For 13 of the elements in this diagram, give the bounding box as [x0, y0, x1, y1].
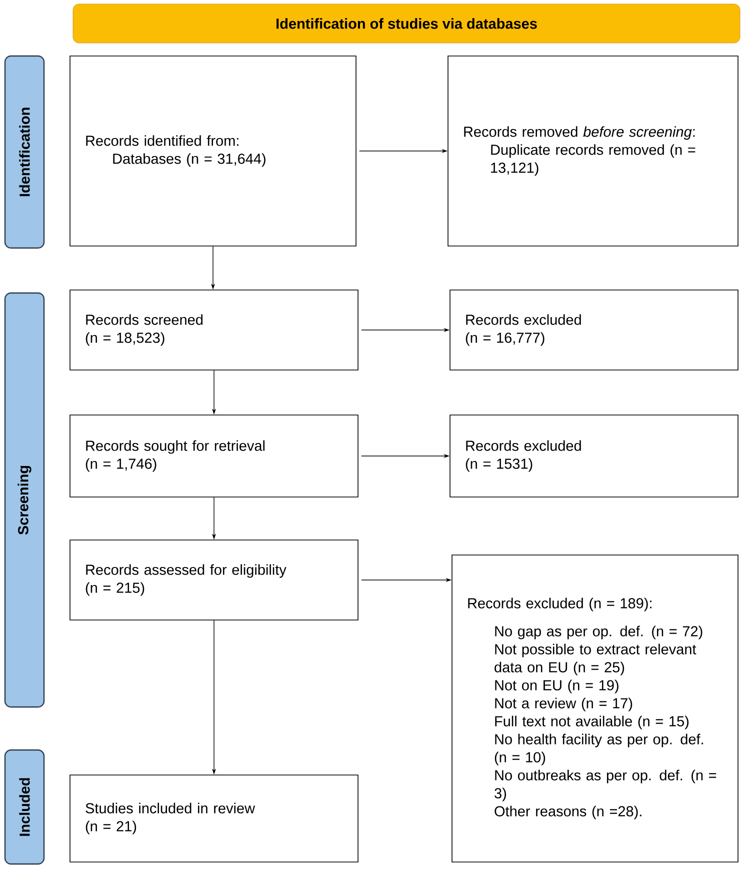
- process-box: Studies included in review (n = 21): [70, 774, 358, 862]
- process-box: Records removed before screening: Duplicate records removed (n = 13,121): [448, 56, 738, 246]
- phase-label: Identification: [4, 55, 45, 249]
- process-box: Records excluded (n = 189): No gap as per op. def. (n = 72) Not possible to extract relevant data on EU (n = 25) Not on EU (n = 19) Not a review (n = 17) Full text not available (n = 15) No health facility as per op. def. (n = 10) No outbreaks as per op. def. (n = 3) Other reasons (n =28).: [452, 554, 738, 862]
- process-box: Records excluded (n = 16,777): [450, 290, 738, 370]
- process-box: Records excluded (n = 1531): [450, 414, 738, 498]
- process-box: Records assessed for eligibility (n = 215): [70, 540, 358, 620]
- process-box: Records identified from: Databases (n = 31,644): [70, 56, 356, 246]
- process-box: Records screened (n = 18,523): [70, 290, 358, 370]
- phase-label: Included: [4, 749, 45, 865]
- section-header: Identification of studies via databases: [72, 4, 740, 44]
- process-box: Records sought for retrieval (n = 1,746): [70, 414, 358, 498]
- phase-label: Screening: [4, 292, 45, 708]
